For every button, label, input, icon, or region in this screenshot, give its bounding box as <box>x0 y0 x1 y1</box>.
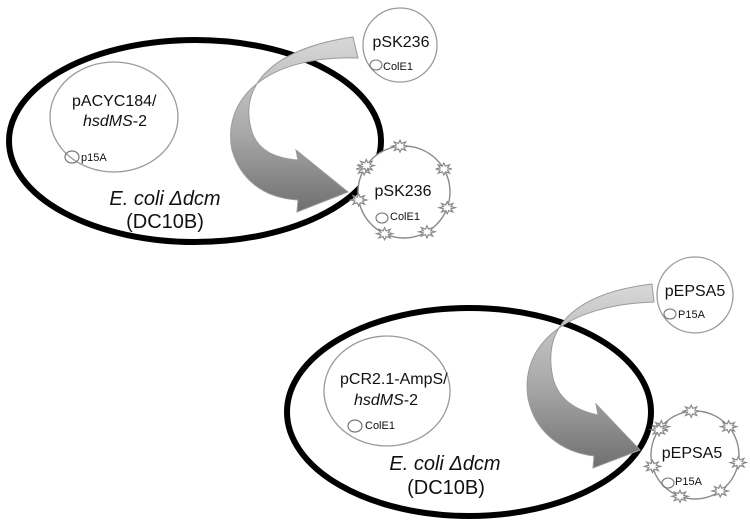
methylation-mark <box>669 488 691 504</box>
bottom-input-plasmid: pEPSA5 P15A <box>656 256 734 334</box>
methylation-mark <box>435 161 452 177</box>
bottom-resident-origin-marker <box>347 419 363 433</box>
bottom-methylated-plasmid-origin: P15A <box>675 476 703 488</box>
bottom-input-origin-marker <box>663 308 677 320</box>
top-input-plasmid-name: pSK236 <box>373 34 430 51</box>
top-methylated-plasmid-name: pSK236 <box>375 183 432 200</box>
bottom-host-strain: (DC10B) <box>407 477 485 499</box>
bottom-resident-plasmid-name-line1: pCR2.1-AmpS/ <box>340 371 448 388</box>
methylation-mark <box>709 483 731 499</box>
top-resident-origin-marker <box>64 150 80 164</box>
bottom-resident-plasmid-origin: ColE1 <box>365 420 395 432</box>
bottom-host-cell <box>284 305 654 519</box>
methylation-mark <box>727 455 749 470</box>
bottom-panel: pCR2.1-AmpS/ hsdMS-2 ColE1 E. coli Δdcm … <box>284 256 749 519</box>
top-input-plasmid-origin: ColE1 <box>383 61 413 73</box>
bottom-transfer-arrow <box>526 283 655 469</box>
top-resident-plasmid-name-line2: hsdMS-2 <box>83 113 147 130</box>
methylation-mark <box>648 422 670 438</box>
top-methylated-plasmid: pSK236 ColE1 <box>348 138 458 242</box>
bottom-input-plasmid-origin: P15A <box>678 309 706 321</box>
methylation-mark <box>642 458 663 474</box>
methylation-mark <box>416 224 438 240</box>
top-resident-plasmid-name-line1: pACYC184/ <box>72 93 157 110</box>
methylation-mark <box>389 138 411 154</box>
methylation-mark <box>348 192 370 208</box>
top-host-species: E. coli Δdcm <box>109 188 220 210</box>
top-panel: pACYC184/ hsdMS-2 p15A E. coli Δdcm (DC1… <box>6 7 458 245</box>
methylation-mark <box>374 226 395 242</box>
methylation-mark <box>355 158 377 174</box>
top-host-strain: (DC10B) <box>126 211 204 233</box>
methylation-mark <box>436 200 458 216</box>
top-methylated-plasmid-origin: ColE1 <box>390 211 420 223</box>
bottom-methylated-plasmid-name: pEPSA5 <box>662 445 723 462</box>
top-resident-plasmid: pACYC184/ hsdMS-2 p15A <box>49 61 179 173</box>
bottom-methylated-origin-marker <box>661 477 675 489</box>
bottom-methylated-plasmid: pEPSA5 P15A <box>642 403 749 504</box>
top-host-cell <box>6 37 384 245</box>
bottom-input-plasmid-name: pEPSA5 <box>665 283 726 300</box>
bottom-resident-plasmid-name-line2: hsdMS-2 <box>354 392 418 409</box>
top-input-origin-marker <box>369 59 383 71</box>
methylation-mark <box>680 403 702 419</box>
top-methylated-origin-marker <box>375 212 389 224</box>
top-input-plasmid: pSK236 ColE1 <box>362 7 438 83</box>
top-transfer-arrow <box>230 36 359 213</box>
bottom-resident-plasmid: pCR2.1-AmpS/ hsdMS-2 ColE1 <box>323 335 451 447</box>
bottom-host-species: E. coli Δdcm <box>389 453 500 475</box>
top-resident-plasmid-origin: p15A <box>81 152 107 164</box>
methylation-mark <box>718 419 740 435</box>
